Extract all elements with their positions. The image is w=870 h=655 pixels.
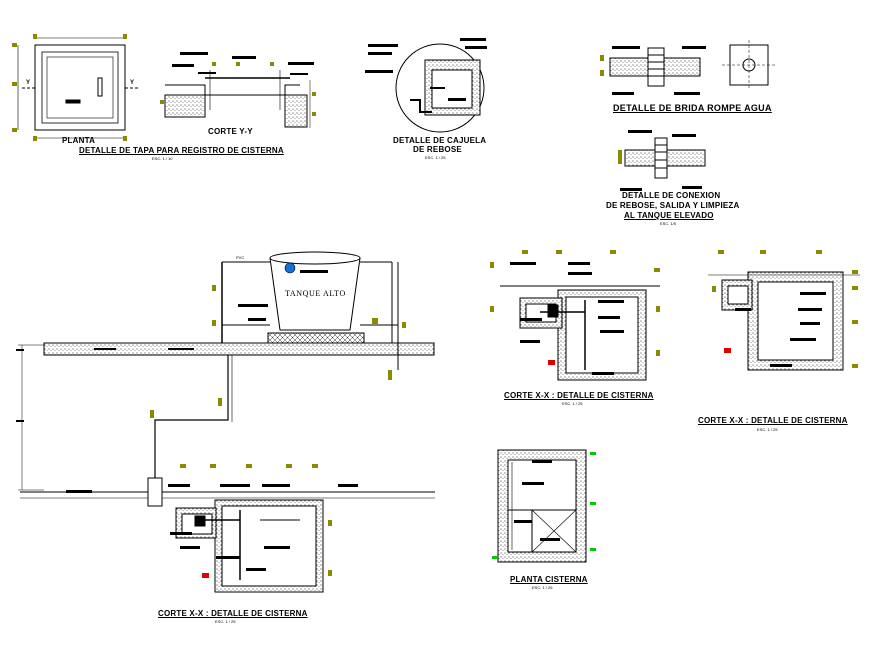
brida-title: DETALLE DE BRIDA ROMPE AGUA [613, 103, 772, 113]
corte-b-title: CORTE X-X : DETALLE DE CISTERNA [698, 416, 848, 425]
corte-b-drawing [708, 271, 860, 371]
elevation-labels [94, 270, 328, 350]
cajuela-labels [365, 38, 487, 101]
conexion-labels [620, 130, 702, 191]
corte-main-title: CORTE X-X : DETALLE DE CISTERNA [158, 609, 308, 618]
tapa-plan-drawing [17, 37, 140, 139]
cajuela-drawing [395, 43, 485, 133]
tapa-title: DETALLE DE TAPA PARA REGISTRO DE CISTERN… [79, 146, 284, 155]
corte-yy-drawing [164, 70, 311, 128]
cajuela-title-line1: DETALLE DE CAJUELA [393, 136, 487, 145]
axis-y-right: Y [130, 80, 135, 86]
corte-a-labels [510, 262, 624, 375]
corte-b-scale: ESC. 1 / 25 [757, 427, 778, 432]
corte-a-title: CORTE X-X : DETALLE DE CISTERNA [504, 391, 654, 400]
corte-a-scale: ESC. 1 / 25 [562, 401, 583, 406]
cajuela-scale: ESC. 1 / 25 [425, 155, 446, 160]
planta-cisterna-drawing [497, 449, 587, 563]
elevation-drawing [20, 251, 435, 507]
corte-main-scale: ESC. 1 / 25 [215, 619, 236, 624]
planta-cisterna-labels [514, 460, 560, 541]
tapa-scale: ESC. 1 / 10 [152, 156, 173, 161]
corte-main-labels [66, 484, 358, 571]
water-level-marker [202, 573, 209, 578]
planta-cisterna-title: PLANTA CISTERNA [510, 575, 588, 584]
corte-b-labels [735, 292, 826, 367]
axis-y-left: Y [26, 80, 31, 86]
corte-yy-label: CORTE Y-Y [208, 127, 253, 136]
corte-a-drawing [500, 285, 660, 381]
pvc-label: PVC [236, 255, 245, 260]
float-valve-icon [284, 262, 296, 274]
conexion-drawing [624, 137, 706, 179]
conexion-title-line2: DE REBOSE, SALIDA Y LIMPIEZA [606, 201, 740, 210]
conexion-title-line1: DETALLE DE CONEXION [622, 191, 721, 200]
tanque-alto-label: TANQUE ALTO [285, 289, 346, 298]
brida-labels [612, 46, 706, 95]
tapa-planta-label: PLANTA [62, 136, 96, 145]
tapa-dim-ticks [12, 34, 127, 141]
cajuela-title-line2: DE REBOSE [413, 145, 462, 154]
conexion-scale: ESC. 1/5 [660, 221, 677, 226]
corte-yy-ticks [160, 62, 316, 116]
corte-yy-labels [172, 52, 314, 75]
brida-drawing [609, 40, 775, 90]
level-lines [18, 344, 44, 491]
planta-cisterna-scale: ESC. 1 / 25 [532, 585, 553, 590]
conexion-title-line3: AL TANQUE ELEVADO [624, 211, 714, 220]
